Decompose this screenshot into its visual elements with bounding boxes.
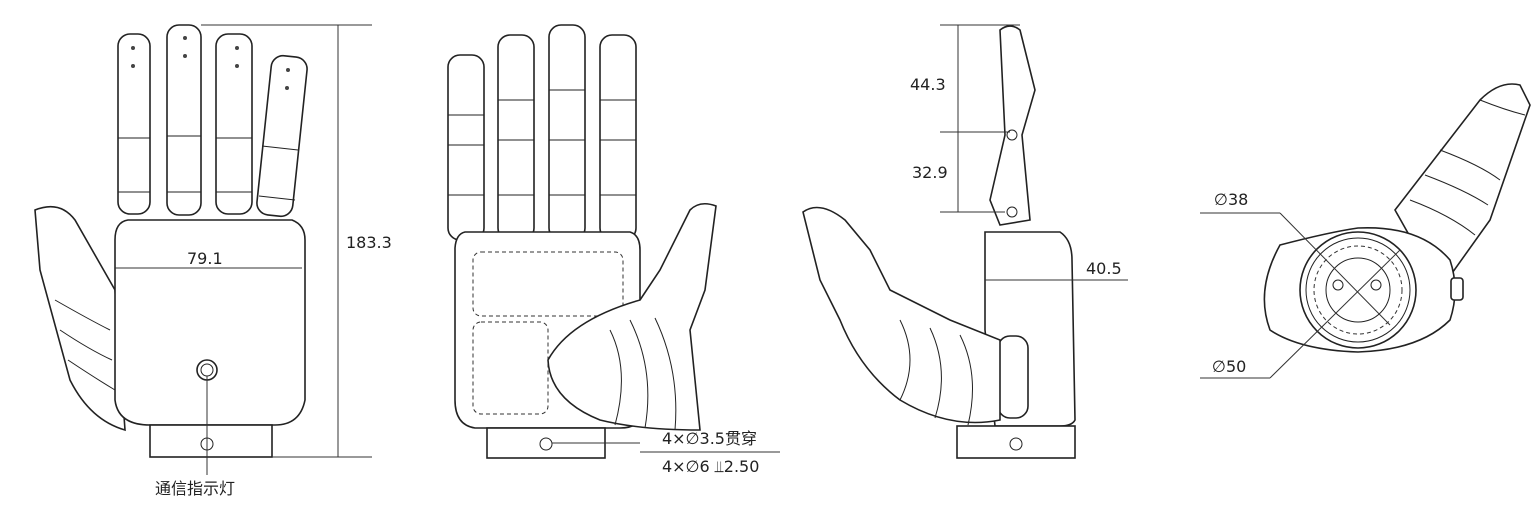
fingers (117, 24, 308, 218)
thickness-dimension: 40.5 (1086, 259, 1122, 278)
height-dimension: 183.3 (346, 233, 392, 252)
tip-length-dimension: 44.3 (910, 75, 946, 94)
inner-diameter-dimension: ∅38 (1214, 190, 1248, 209)
thumb (802, 206, 1001, 424)
outer-diameter-dimension: ∅50 (1212, 357, 1246, 376)
wrist-view: ∅38 ∅50 (1200, 83, 1531, 379)
through-hole-spec: 4×∅3.5贯穿 (662, 429, 757, 448)
width-dimension: 79.1 (187, 249, 223, 268)
counterbore-spec: 4×∅6 ⫫2.50 (662, 457, 759, 476)
palm-view: 4×∅3.5贯穿 4×∅6 ⫫2.50 (447, 24, 780, 476)
side-view: 44.3 32.9 40.5 (802, 24, 1128, 459)
thumb (34, 205, 126, 432)
middle-length-dimension: 32.9 (912, 163, 948, 182)
flange-outer (1299, 231, 1417, 349)
wrist-base (149, 424, 273, 458)
thumb (547, 202, 717, 431)
back-view: 183.3 79.1 通信指示灯 (34, 24, 392, 498)
indicator-label: 通信指示灯 (155, 479, 235, 498)
palm (114, 219, 306, 426)
